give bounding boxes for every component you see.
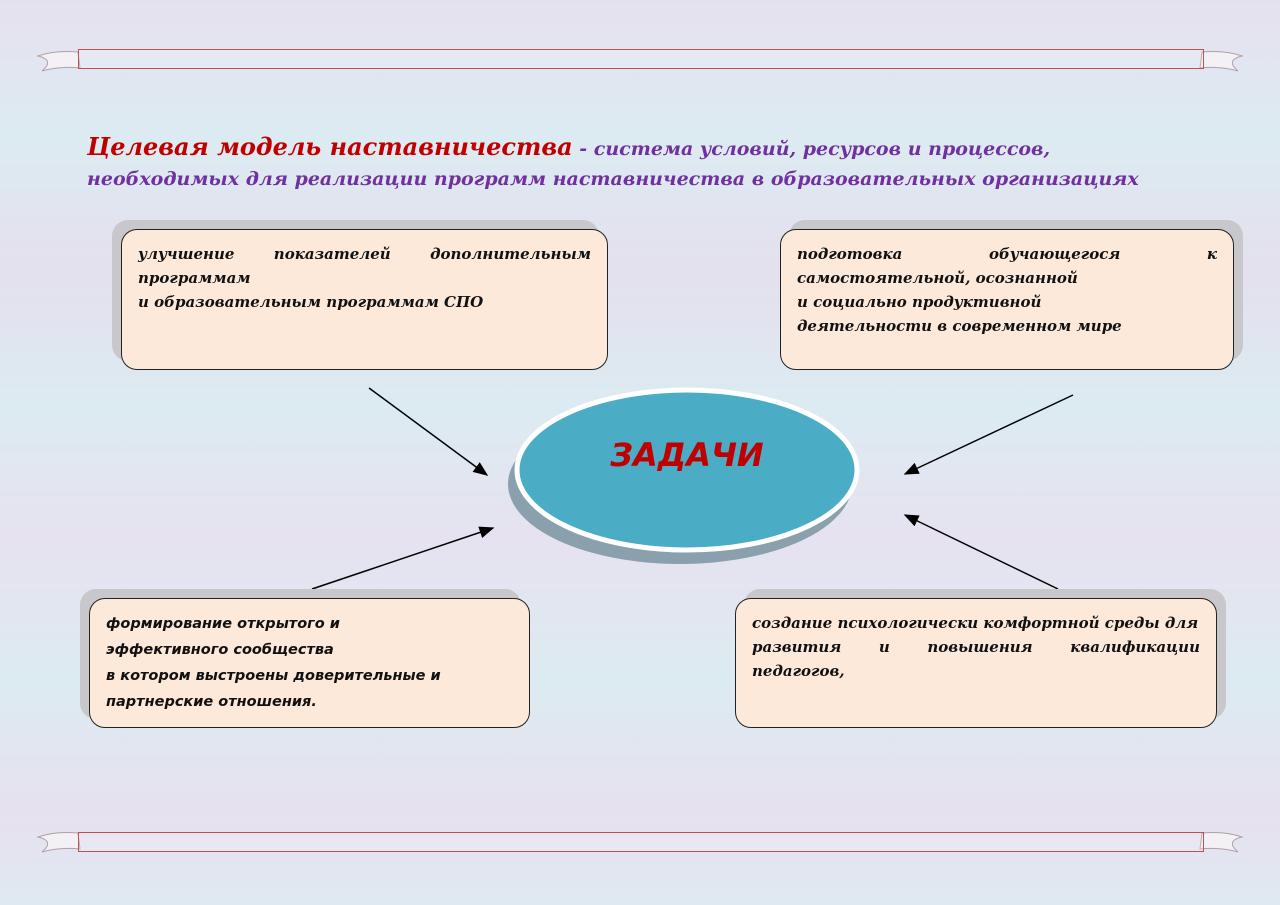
task-box-3: формирование открытого и эффективного соо… — [89, 598, 530, 728]
top-ribbon — [78, 49, 1204, 69]
center-ellipse — [514, 387, 860, 553]
task-box-4: создание психологически комфортной среды… — [735, 598, 1217, 728]
task-line: и образовательным программам СПО — [138, 293, 484, 311]
bottom-ribbon — [78, 832, 1204, 852]
task-line: в котором выстроены доверительные и — [106, 668, 441, 684]
bottom-ribbon-right-tail — [1199, 832, 1244, 853]
task-line: и социально продуктивной — [797, 293, 1042, 311]
arrow-bottom-right — [903, 514, 1059, 590]
task-line: деятельности в современном мире — [797, 317, 1122, 335]
task-line: партнерские отношения. — [106, 694, 317, 710]
task-line: развития и повышения квалификации педаго… — [752, 638, 1200, 680]
arrow-top-right — [903, 394, 1074, 475]
task-box-2: подготовка обучающегося к самостоятельно… — [780, 229, 1234, 370]
task-line: формирование открытого и — [106, 616, 340, 632]
task-line: эффективного сообщества — [106, 642, 334, 658]
task-line: создание психологически комфортной среды… — [752, 614, 1199, 632]
task-box-1: улучшение показателей дополнительным про… — [121, 229, 608, 370]
task-line: улучшение показателей дополнительным про… — [138, 245, 591, 287]
arrow-bottom-left — [311, 526, 495, 590]
center-label: ЗАДАЧИ — [610, 436, 764, 474]
page-title: Целевая модель наставничества - система … — [87, 132, 1207, 194]
arrow-top-left — [368, 387, 489, 476]
title-definition: - система условий, ресурсов и процессов,… — [87, 138, 1139, 190]
bottom-ribbon-left-tail — [36, 832, 81, 853]
task-line: подготовка обучающегося к самостоятельно… — [797, 245, 1217, 287]
title-main: Целевая модель наставничества — [87, 132, 573, 161]
top-ribbon-right-tail — [1199, 51, 1244, 72]
top-ribbon-left-tail — [36, 51, 81, 72]
